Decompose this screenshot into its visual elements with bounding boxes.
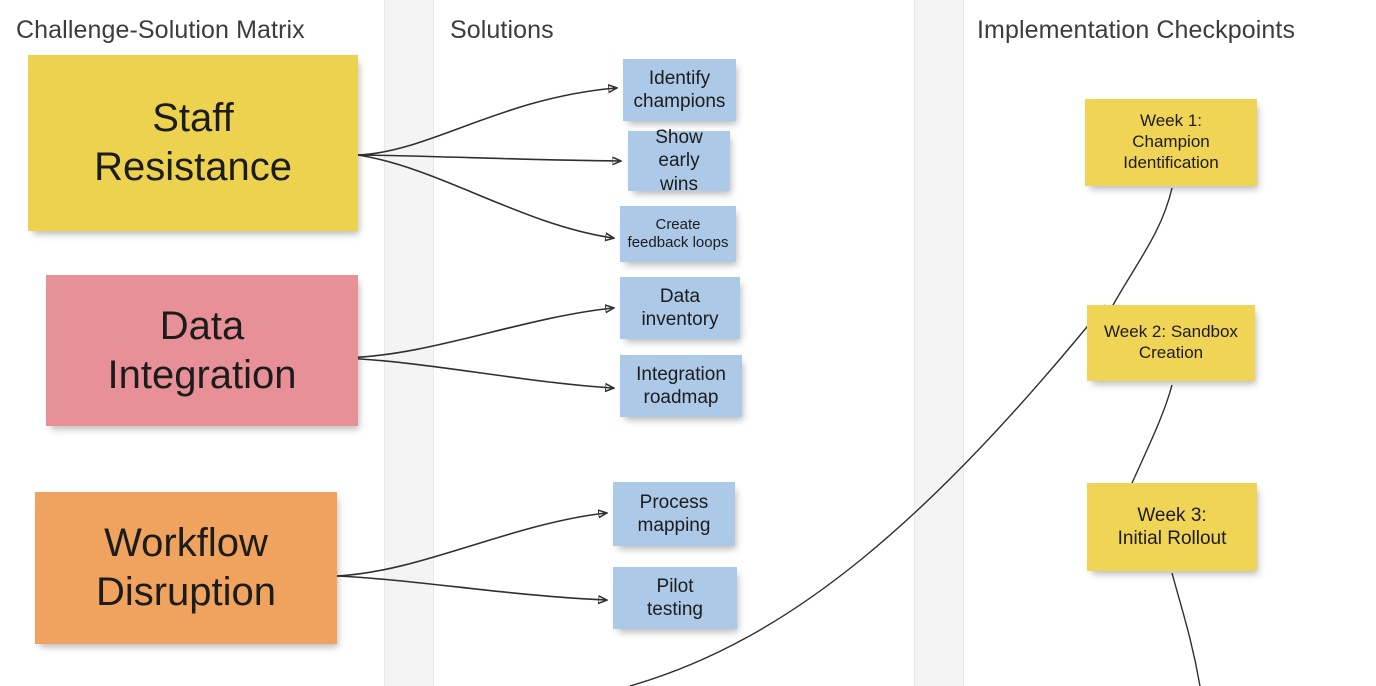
column-separator-band-right xyxy=(914,0,964,686)
connector-workflow-to-pilot-testing xyxy=(336,575,606,600)
connector-week3-descender xyxy=(1171,572,1201,686)
checkpoint-note-week3[interactable]: Week 3:Initial Rollout xyxy=(1087,483,1257,571)
column-title-solutions: Solutions xyxy=(450,16,554,44)
checkpoint-note-label: Week 3:Initial Rollout xyxy=(1117,504,1227,549)
column-title-challenges: Challenge-Solution Matrix xyxy=(16,16,305,44)
connector-workflow-to-process-mapping xyxy=(336,513,606,577)
column-title-checkpoints: Implementation Checkpoints xyxy=(977,16,1296,44)
column-separator-band-left xyxy=(384,0,434,686)
